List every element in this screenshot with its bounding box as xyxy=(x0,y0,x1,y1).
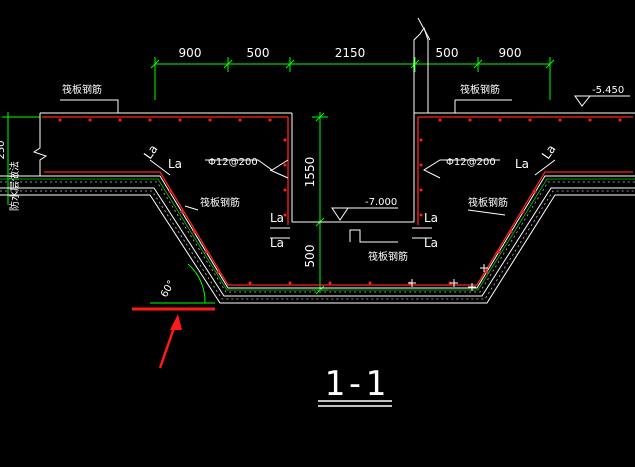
label-stirrup-right: Φ12@200 xyxy=(446,157,496,168)
label-rebar-bottom: 筏板钢筋 xyxy=(368,250,408,263)
la-left-lower: La xyxy=(270,236,284,250)
top-dimension-line xyxy=(150,57,555,100)
dim-top-5: 900 xyxy=(499,46,522,60)
dim-top-2: 500 xyxy=(247,46,270,60)
la-right-upper: La xyxy=(424,211,438,225)
elevation-pit-bottom: -7.000 xyxy=(365,197,397,208)
label-rebar-slope-right: 筏板钢筋 xyxy=(468,196,508,209)
label-rebar-slope-left: 筏板钢筋 xyxy=(200,196,240,209)
dim-vertical-2: 500 xyxy=(303,245,317,268)
side-vertical-text: 防水层做法 xyxy=(8,161,21,211)
la-slope-left: La xyxy=(168,157,182,171)
elevation-left-top: -5.450 xyxy=(592,85,624,96)
leader-lines xyxy=(60,95,630,304)
angle-label: 60° xyxy=(159,279,177,300)
dim-vertical-1: 1550 xyxy=(303,157,317,188)
concrete-green-layer xyxy=(0,178,635,291)
la-right-lower: La xyxy=(424,236,438,250)
side-dim-text: 250 xyxy=(0,140,7,159)
dim-top-4: 500 xyxy=(436,46,459,60)
dim-top-1: 900 xyxy=(179,46,202,60)
title-underline xyxy=(318,400,392,407)
la-slope-right: La xyxy=(515,157,529,171)
rebar-lines xyxy=(42,116,633,286)
red-annotation-arrow xyxy=(132,307,215,369)
dim-top-3: 2150 xyxy=(335,46,366,60)
label-rebar-top-left: 筏板钢筋 xyxy=(62,83,102,96)
concrete-hatching xyxy=(0,181,635,300)
la-slope-right-rot: La xyxy=(539,142,559,162)
section-title: 1-1 xyxy=(324,364,385,404)
la-left-upper: La xyxy=(270,211,284,225)
label-rebar-top-right: 筏板钢筋 xyxy=(460,83,500,96)
la-slope-left-rot: La xyxy=(141,142,161,162)
rebar-dots xyxy=(58,118,622,285)
label-stirrup-left: Φ12@200 xyxy=(208,157,258,168)
slab-outline xyxy=(0,17,635,304)
